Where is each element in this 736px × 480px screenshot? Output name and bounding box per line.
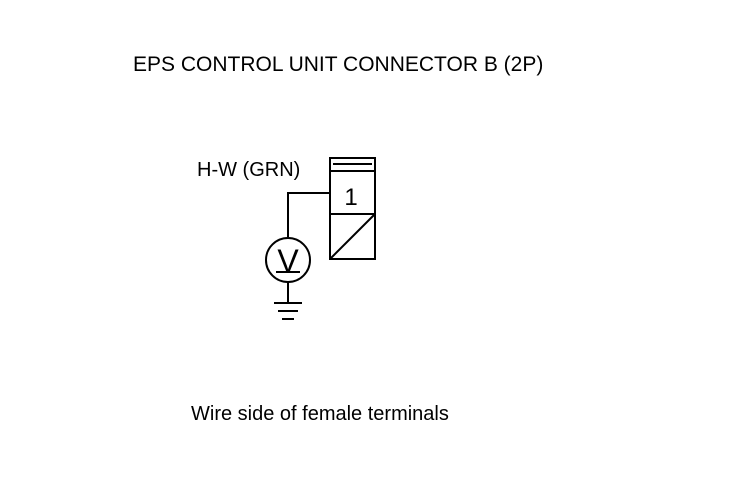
unused-cavity-mark xyxy=(329,213,376,260)
ground-icon xyxy=(274,302,302,320)
wire-color-label: H-W (GRN) xyxy=(197,159,301,181)
voltmeter-symbol: V xyxy=(277,243,299,279)
connector-title: EPS CONTROL UNIT CONNECTOR B (2P) xyxy=(133,53,544,76)
probe-wire xyxy=(287,192,330,237)
voltmeter-icon: V xyxy=(265,237,311,283)
terminal-number: 1 xyxy=(344,184,357,211)
connector-icon xyxy=(329,157,376,260)
view-caption: Wire side of female terminals xyxy=(191,403,449,425)
